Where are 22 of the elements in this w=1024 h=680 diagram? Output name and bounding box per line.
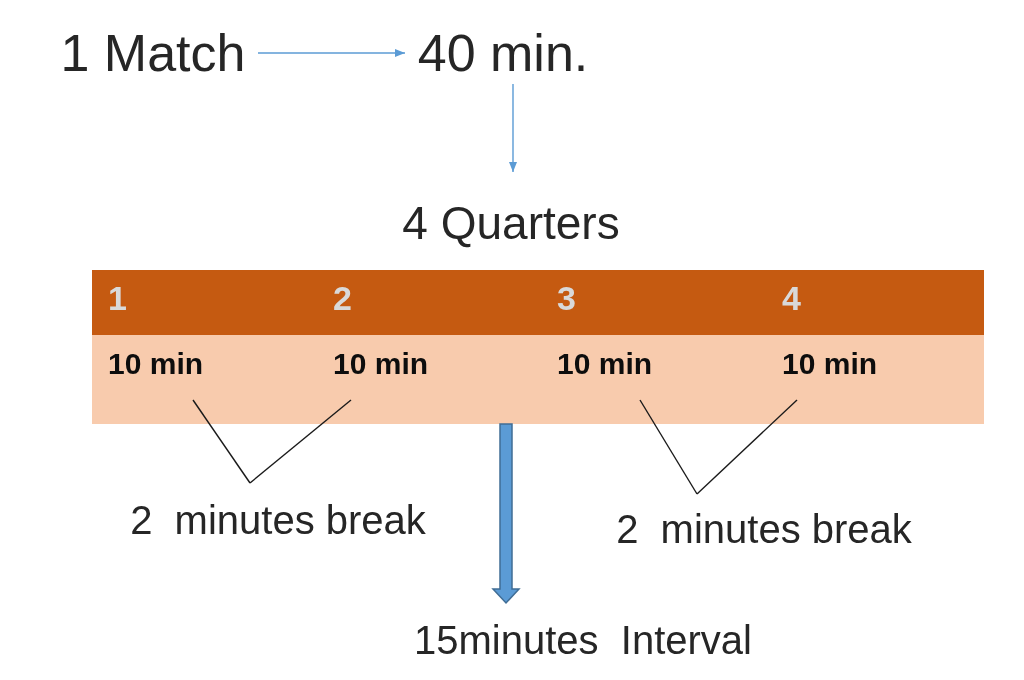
flow-label: 1 Match <box>60 23 246 84</box>
duration-label: 10 min <box>557 346 653 382</box>
arrow <box>509 83 517 173</box>
arrow <box>257 49 406 57</box>
quarter-number: 3 <box>557 278 576 318</box>
duration-label: 10 min <box>782 346 878 382</box>
duration-label: 10 min <box>333 346 429 382</box>
leader-line <box>639 399 698 495</box>
interval-label: 15minutes Interval <box>414 617 752 663</box>
quarter-number: 4 <box>782 278 801 318</box>
quarter-band <box>92 270 984 424</box>
block-arrow <box>491 423 521 605</box>
break-label: 2 minutes break <box>130 497 426 543</box>
leader-line <box>696 399 798 495</box>
break-label: 2 minutes break <box>616 506 912 552</box>
duration-label: 10 min <box>108 346 204 382</box>
leader-line <box>192 399 251 484</box>
leader-line <box>249 399 352 484</box>
flow-label: 40 min. <box>417 23 589 84</box>
flow-label: 4 Quarters <box>402 196 620 251</box>
quarter-number: 1 <box>108 278 127 318</box>
quarter-number: 2 <box>333 278 352 318</box>
